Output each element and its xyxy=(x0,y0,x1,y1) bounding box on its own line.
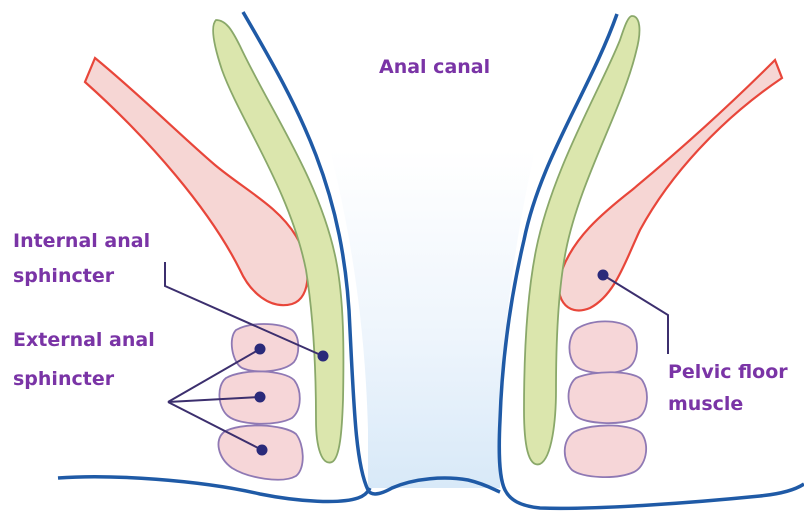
pelvic-floor-muscle-right xyxy=(559,60,782,310)
external-anal-sphincter-right-middle xyxy=(569,372,647,423)
skin-outline-bottom-left xyxy=(58,477,370,502)
external-sphincter-dot-middle xyxy=(255,392,266,403)
internal-anal-sphincter-label-line2: sphincter xyxy=(13,265,115,287)
external-sphincter-dot-top xyxy=(255,344,266,355)
external-anal-sphincter-right-bottom xyxy=(565,425,646,477)
internal-sphincter-dot xyxy=(318,351,329,362)
external-anal-sphincter-label-line2: sphincter xyxy=(13,368,115,390)
internal-anal-sphincter-label-line1: Internal anal xyxy=(13,230,150,252)
external-anal-sphincter-right-top xyxy=(569,321,637,373)
external-anal-sphincter-label-line1: External anal xyxy=(13,329,155,351)
external-sphincter-dot-bottom xyxy=(257,445,268,456)
pelvic-floor-muscle-left xyxy=(85,58,308,305)
pelvic-floor-muscle-label-line1: Pelvic floor xyxy=(668,361,788,383)
pelvic-floor-muscle-label-line2: muscle xyxy=(668,393,743,415)
anal-canal-lumen xyxy=(330,150,535,488)
anal-canal-label: Anal canal xyxy=(379,56,490,78)
pelvic-floor-dot xyxy=(598,270,609,281)
